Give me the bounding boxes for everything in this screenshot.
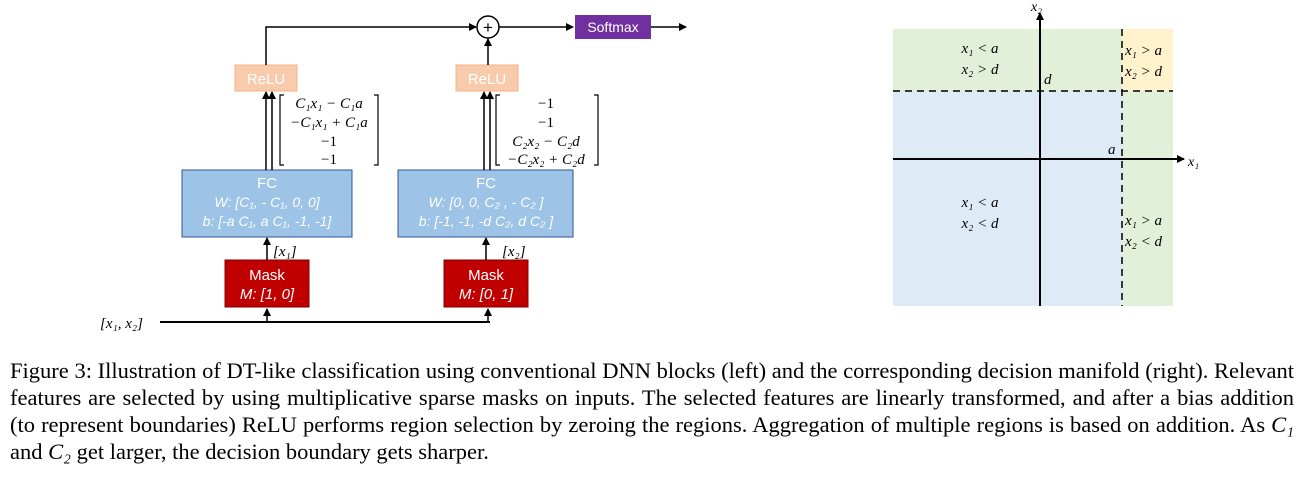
region-label-bottom-left-1: x₁ < a <box>961 195 999 211</box>
relu-to-sum-line-1 <box>265 23 477 65</box>
mask-output-1: [x₁] <box>273 244 297 260</box>
caption-suffix: get larger, the decision boundary gets s… <box>70 439 489 464</box>
mask-param-1: M: [1, 0] <box>240 286 295 303</box>
caption-and: and <box>10 439 49 464</box>
caption-c1: C₁ <box>1271 412 1294 437</box>
region-x1-less-a-x2-less-d <box>893 91 1122 306</box>
fc-output-1-row-1: C₁x₁ − C₁a <box>295 96 362 112</box>
region-label-bottom-left-2: x₂ < d <box>961 216 999 232</box>
figure-caption: Figure 3: Illustration of DT-like classi… <box>10 357 1294 465</box>
input-label: [x₁, x₂] <box>100 316 143 332</box>
mask-title-1: Mask <box>249 267 285 284</box>
figure-3: [x₁, x₂] Mask M: [1, 0] [x₁] FC W: [C₁, … <box>100 0 1199 332</box>
fc-output-2-row-4: −C₂x₂ + C₂d <box>507 152 585 168</box>
fc-output-2-row-1: −1 <box>538 96 554 112</box>
fc-block-2 <box>397 169 574 238</box>
region-label-top-right-1: x₁ > a <box>1124 43 1162 59</box>
region-x1-greater-a-x2-greater-d <box>1122 29 1173 91</box>
region-label-top-left-1: x₁ < a <box>961 41 999 57</box>
fc-output-2-row-3: C₂x₂ − C₂d <box>512 134 580 150</box>
mask-param-2: M: [0, 1] <box>459 286 514 303</box>
fc-weights-2: W: [0, 0, C₂ , - C₂ ] <box>429 194 545 210</box>
vector-bracket-left-2 <box>495 94 500 166</box>
fc-title-2: FC <box>476 175 496 192</box>
vector-bracket-right-1 <box>374 94 379 166</box>
fc-output-2-row-2: −1 <box>538 115 554 131</box>
fc-title-1: FC <box>257 175 277 192</box>
vector-bracket-left-1 <box>279 94 284 166</box>
relu-label-2: ReLU <box>468 71 506 88</box>
fc-output-1-row-3: −1 <box>321 134 337 150</box>
fc-bias-1: b: [-a C₁, a C₁, -1, -1] <box>203 213 333 229</box>
fc-block-1 <box>181 169 353 238</box>
mask-output-2: [x₂] <box>502 244 526 260</box>
fc-bias-2: b: [-1, -1, -d C₂, d C₂ ] <box>419 213 554 229</box>
softmax-label: Softmax <box>587 19 638 35</box>
fc-output-1-row-2: −C₁x₁ + C₁a <box>290 115 368 131</box>
fc-output-1-row-4: −1 <box>321 152 337 168</box>
relu-block-2 <box>455 64 519 92</box>
branch-2: Mask M: [0, 1] [x₂] FC W: [0, 0, C₂ , - … <box>397 38 599 308</box>
region-x1-greater-a-x2-less-d <box>1122 91 1173 306</box>
x2-axis-label: x₂ <box>1030 0 1042 15</box>
dnn-block-diagram: [x₁, x₂] Mask M: [1, 0] [x₁] FC W: [C₁, … <box>100 15 687 332</box>
softmax-block <box>575 15 651 39</box>
relu-label-1: ReLU <box>247 71 285 88</box>
fc-weights-1: W: [C₁, - C₁, 0, 0] <box>214 194 320 210</box>
relu-block-1 <box>234 64 298 92</box>
branch-1: Mask M: [1, 0] [x₁] FC W: [C₁, - C₁, 0, … <box>181 23 477 308</box>
caption-c2: C₂ <box>48 439 71 464</box>
mask-title-2: Mask <box>468 267 504 284</box>
sum-symbol: + <box>483 18 493 37</box>
region-label-bottom-right-2: x₂ < d <box>1124 234 1162 250</box>
vector-bracket-right-2 <box>594 94 599 166</box>
x1-axis-label: x₁ <box>1187 155 1199 170</box>
caption-text: Figure 3: Illustration of DT-like classi… <box>10 358 1294 437</box>
mask-block-1 <box>224 259 310 308</box>
region-label-bottom-right-1: x₁ > a <box>1124 213 1162 229</box>
threshold-d-label: d <box>1044 72 1052 88</box>
region-label-top-right-2: x₂ > d <box>1124 64 1162 80</box>
threshold-a-label: a <box>1108 142 1116 158</box>
decision-manifold: x₁ x₂ a d x₁ < a x₂ > d x₁ > a x₂ > d x₁… <box>893 0 1199 306</box>
region-x1-less-a-x2-greater-d <box>893 29 1122 91</box>
region-label-top-left-2: x₂ > d <box>961 62 999 78</box>
